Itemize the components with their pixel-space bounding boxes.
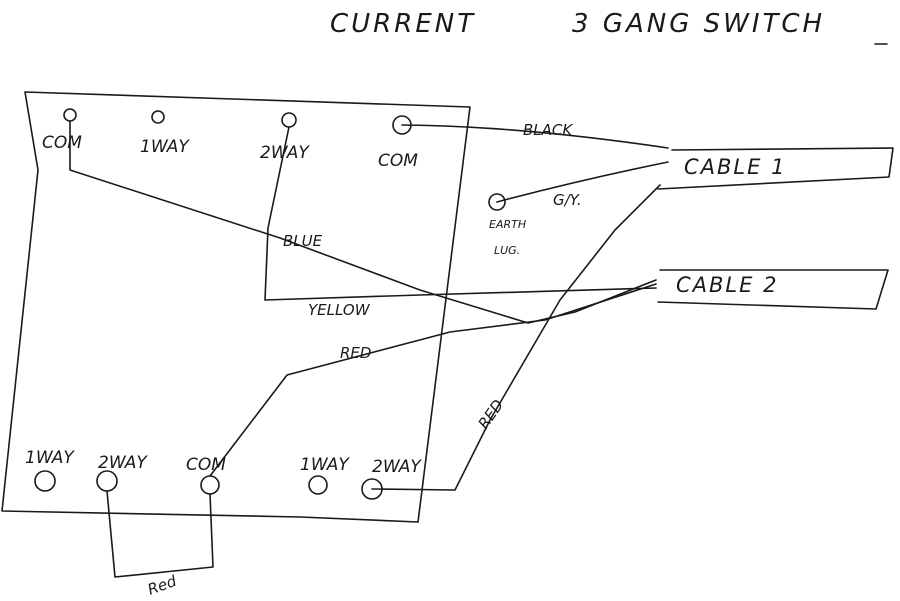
title-3-gang-switch: 3 GANG SWITCH [572, 9, 825, 39]
title-current: CURRENT [330, 9, 476, 39]
label-wire-red-lower: RED [475, 396, 508, 432]
label-wire-yellow: YELLOW [308, 301, 371, 319]
cable-1-label: CABLE 1 [684, 155, 786, 179]
terminal-top-com-left [63, 108, 77, 122]
terminal-top-1way [151, 110, 165, 124]
label-wire-black: BLACK [523, 121, 573, 139]
terminal-bottom-2way-left [96, 470, 118, 492]
label-top-com-right: COM [378, 151, 418, 171]
terminal-bottom-1way-left [34, 470, 56, 492]
label-bottom-1way-left: 1WAY [25, 448, 75, 468]
wire-red-lower [371, 184, 661, 491]
label-wire-green-yellow: G/Y. [553, 191, 582, 209]
wire-red-link [106, 490, 214, 578]
label-wire-blue: BLUE [283, 232, 323, 250]
label-wire-red-upper: RED [340, 344, 371, 362]
cable-1-outline [657, 147, 894, 190]
label-top-com-left: COM [42, 133, 82, 153]
label-wire-red-link: Red [145, 572, 179, 599]
switch-plate-outline [1, 91, 471, 523]
terminal-bottom-1way-right [308, 475, 328, 495]
label-earth-line2: LUG. [494, 244, 520, 257]
terminal-bottom-com [200, 475, 220, 495]
wire-red-upper [209, 283, 657, 477]
label-earth-line1: EARTH [489, 218, 526, 231]
terminal-top-2way [281, 112, 297, 128]
label-bottom-2way-left: 2WAY [98, 453, 148, 473]
label-top-1way: 1WAY [140, 137, 190, 157]
wire-blue [69, 120, 657, 324]
cable-2-outline [657, 269, 889, 310]
label-bottom-1way-right: 1WAY [300, 455, 350, 475]
label-bottom-com: COM [186, 455, 226, 475]
label-top-2way: 2WAY [260, 143, 310, 163]
wire-black [401, 124, 669, 149]
label-bottom-2way-right: 2WAY [372, 457, 422, 477]
wire-green-yellow [496, 161, 669, 203]
cable-2-label: CABLE 2 [676, 273, 778, 297]
wire-yellow [264, 126, 657, 301]
